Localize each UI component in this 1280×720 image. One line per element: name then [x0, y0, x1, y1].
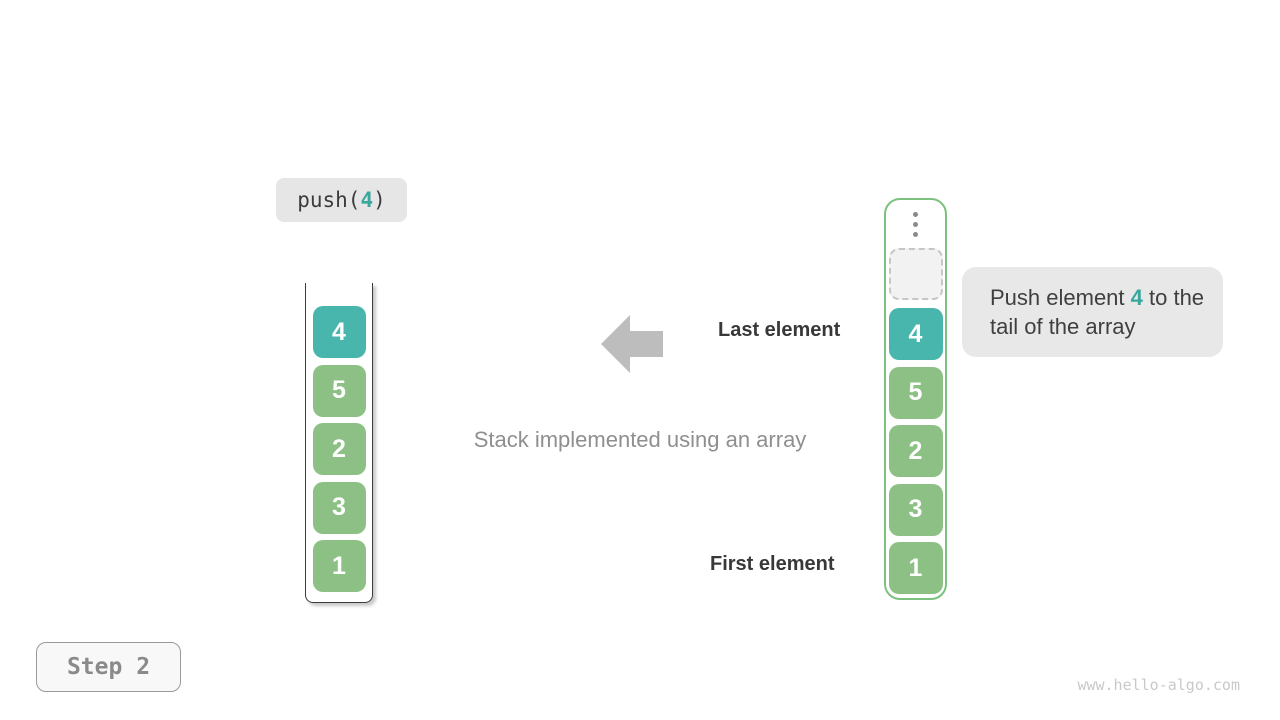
- step-badge: Step 2: [36, 642, 181, 692]
- push-callout: Push element 4 to the tail of the array: [962, 267, 1223, 357]
- callout-value: 4: [1130, 285, 1143, 310]
- stack-cell: 5: [888, 366, 943, 419]
- arrow-left-icon: [601, 314, 663, 374]
- push-func-text: push(: [297, 188, 361, 212]
- push-close-paren: ): [373, 188, 386, 212]
- stack-list-container: 4 5 2 3 1: [884, 198, 947, 600]
- callout-prefix: Push element: [990, 285, 1131, 310]
- stack-cell: 2: [888, 425, 943, 477]
- site-watermark: www.hello-algo.com: [1077, 676, 1240, 694]
- callout-suffix: to the tail of the array: [990, 285, 1205, 339]
- push-callout-text: Push element 4 to the tail of the array: [990, 283, 1205, 341]
- stack-cell-pushed: 4: [888, 308, 943, 360]
- array-cell: 3: [312, 481, 366, 534]
- stack-cell: 1: [888, 542, 943, 594]
- array-stack-container: 4 5 2 3 1: [305, 283, 373, 603]
- array-cell: 5: [312, 364, 366, 417]
- ellipsis-icon: [913, 212, 918, 237]
- array-cell-pushed: 4: [312, 306, 366, 358]
- last-element-label: Last element: [718, 319, 841, 341]
- first-element-label: First element: [710, 553, 835, 575]
- push-arg-value: 4: [360, 188, 374, 212]
- empty-slot: [888, 248, 943, 300]
- stack-cell: 3: [888, 483, 943, 536]
- stack-caption: Stack implemented using an array: [473, 427, 807, 452]
- array-cell: 2: [312, 423, 366, 475]
- array-cell: 1: [312, 540, 366, 592]
- push-operation-label: push(4): [276, 178, 407, 222]
